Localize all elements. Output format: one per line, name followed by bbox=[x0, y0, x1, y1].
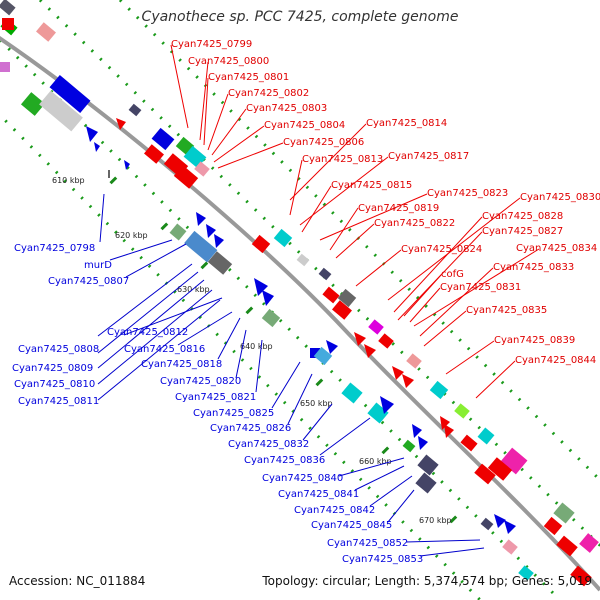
gene-label[interactable]: Cyan7425_0806 bbox=[283, 137, 364, 148]
reverse-label-group: Cyan7425_0798 murD Cyan7425_0807 Cyan742… bbox=[12, 243, 423, 565]
reverse-genes bbox=[0, 0, 534, 581]
gene-label[interactable]: Cyan7425_0822 bbox=[374, 218, 455, 229]
gene-label[interactable]: Cyan7425_0826 bbox=[210, 423, 291, 434]
gene-label[interactable]: Cyan7425_0831 bbox=[440, 282, 521, 293]
gene-label[interactable]: Cyan7425_0818 bbox=[141, 359, 222, 370]
tick-label: 640 kbp bbox=[240, 342, 273, 351]
forward-label-group: Cyan7425_0799 Cyan7425_0800 Cyan7425_080… bbox=[171, 39, 600, 366]
gene-label[interactable]: Cyan7425_0835 bbox=[466, 305, 547, 316]
tick-label: 660 kbp bbox=[359, 457, 392, 466]
gene-label[interactable]: Cyan7425_0827 bbox=[482, 226, 563, 237]
gene-label[interactable]: Cyan7425_0812 bbox=[107, 327, 188, 338]
gene-label[interactable]: Cyan7425_0809 bbox=[12, 363, 93, 374]
gene-label[interactable]: Cyan7425_0836 bbox=[244, 455, 325, 466]
gene-label[interactable]: Cyan7425_0801 bbox=[208, 72, 289, 83]
tick-label: 650 kbp bbox=[300, 399, 333, 408]
gene-label[interactable]: Cyan7425_0830 bbox=[520, 192, 600, 203]
tick-label: 610 kbp bbox=[52, 176, 85, 185]
gene-label[interactable]: Cyan7425_0814 bbox=[366, 118, 447, 129]
gene-label[interactable]: Cyan7425_0811 bbox=[18, 396, 99, 407]
gene-label[interactable]: Cyan7425_0824 bbox=[401, 244, 482, 255]
gene-label[interactable]: Cyan7425_0803 bbox=[246, 103, 327, 114]
gene-label[interactable]: Cyan7425_0834 bbox=[516, 243, 597, 254]
gene-label[interactable]: Cyan7425_0852 bbox=[327, 538, 408, 549]
tick-marks bbox=[109, 176, 458, 524]
gene-label[interactable]: Cyan7425_0825 bbox=[193, 408, 274, 419]
gene-label[interactable]: Cyan7425_0800 bbox=[188, 56, 269, 67]
backbone-ring bbox=[0, 36, 600, 592]
gene-label[interactable]: Cyan7425_0810 bbox=[14, 379, 95, 390]
gene-label[interactable]: Cyan7425_0839 bbox=[494, 335, 575, 346]
gene-label[interactable]: Cyan7425_0840 bbox=[262, 473, 343, 484]
forward-genes bbox=[2, 18, 599, 587]
gene-label[interactable]: Cyan7425_0817 bbox=[388, 151, 469, 162]
gene-label[interactable]: Cyan7425_0844 bbox=[515, 355, 596, 366]
accession-label: Accession: NC_011884 bbox=[9, 574, 146, 588]
gene-label[interactable]: Cyan7425_0841 bbox=[278, 489, 359, 500]
gene-label[interactable]: Cyan7425_0823 bbox=[427, 188, 508, 199]
map-title: Cyanothece sp. PCC 7425, complete genome bbox=[141, 9, 459, 25]
gene-label[interactable]: Cyan7425_0813 bbox=[302, 154, 383, 165]
gene-label[interactable]: Cyan7425_0804 bbox=[264, 120, 345, 131]
gene-label[interactable]: murD bbox=[84, 260, 112, 271]
gene-label[interactable]: Cyan7425_0828 bbox=[482, 211, 563, 222]
genome-summary: Topology: circular; Length: 5,374,574 bp… bbox=[262, 574, 592, 588]
gene-label[interactable]: Cyan7425_0816 bbox=[124, 344, 205, 355]
gene-label[interactable]: Cyan7425_0842 bbox=[294, 505, 375, 516]
gene-label[interactable]: Cyan7425_0821 bbox=[175, 392, 256, 403]
gene-label[interactable]: Cyan7425_0815 bbox=[331, 180, 412, 191]
gene-label[interactable]: Cyan7425_0819 bbox=[358, 203, 439, 214]
gene-label[interactable]: Cyan7425_0807 bbox=[48, 276, 129, 287]
gene-label[interactable]: cofG bbox=[441, 269, 464, 280]
gene-label[interactable]: Cyan7425_0799 bbox=[171, 39, 252, 50]
gene-label[interactable]: Cyan7425_0798 bbox=[14, 243, 95, 254]
gene-label[interactable]: Cyan7425_0808 bbox=[18, 344, 99, 355]
tick-label: 620 kbp bbox=[115, 231, 148, 240]
gene-label[interactable]: Cyan7425_0802 bbox=[228, 88, 309, 99]
gene-label[interactable]: Cyan7425_0832 bbox=[228, 439, 309, 450]
reverse-leaders bbox=[97, 193, 485, 557]
gene-label[interactable]: Cyan7425_0845 bbox=[311, 520, 392, 531]
tick-label: 670 kbp bbox=[419, 516, 452, 525]
forward-leaders bbox=[170, 44, 540, 399]
gene-label[interactable]: Cyan7425_0820 bbox=[160, 376, 241, 387]
gene-label[interactable]: Cyan7425_0833 bbox=[493, 262, 574, 273]
gene-label[interactable]: Cyan7425_0853 bbox=[342, 554, 423, 565]
